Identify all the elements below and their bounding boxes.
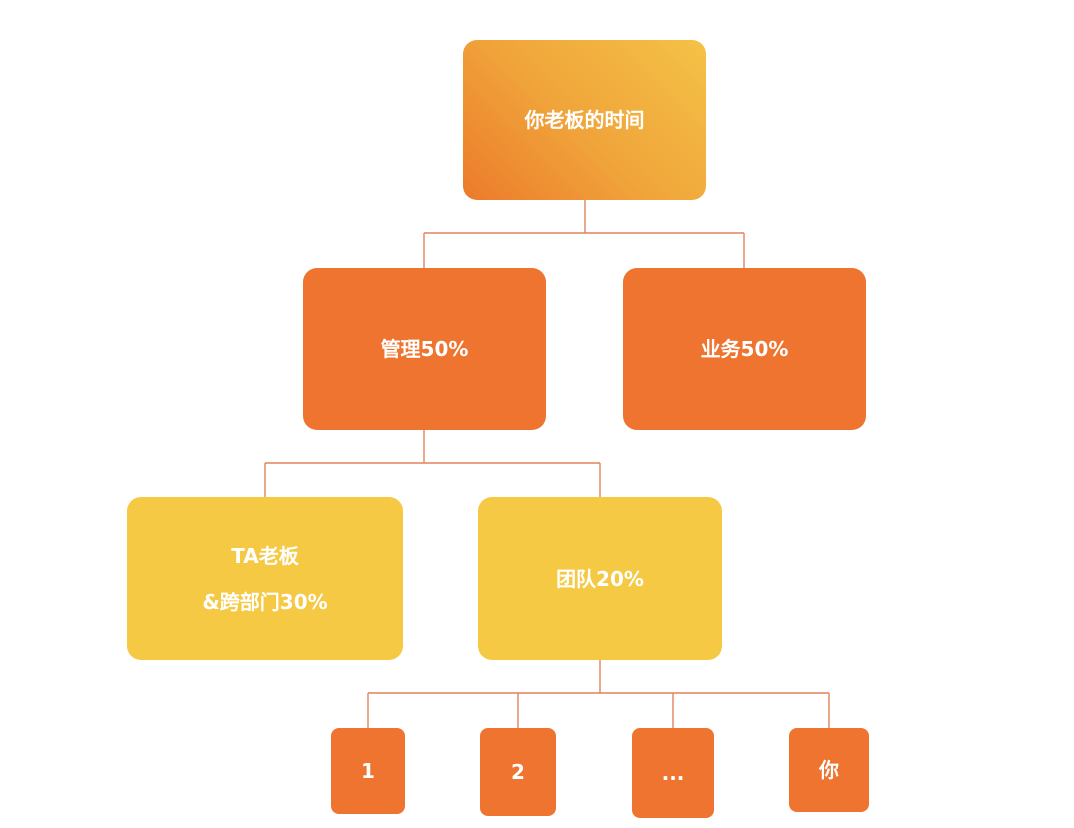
node-team-label: 团队20% [556,566,644,591]
node-member-ellipsis-label: ... [661,761,685,785]
node-member-you-label: 你 [819,758,839,782]
node-ta-boss-cross-dept: TA老板 &跨部门30% [127,497,403,660]
node-business: 业务50% [623,268,866,430]
node-member-1-label: 1 [361,759,375,783]
node-team: 团队20% [478,497,722,660]
node-ta-boss-label-line2: &跨部门30% [202,589,328,614]
node-management: 管理50% [303,268,546,430]
node-member-you: 你 [789,728,869,812]
node-member-1: 1 [331,728,405,814]
node-business-label: 业务50% [700,337,789,361]
node-boss-time-label: 你老板的时间 [524,108,645,132]
node-member-2-label: 2 [511,760,525,784]
node-member-ellipsis: ... [632,728,714,818]
node-management-label: 管理50% [380,337,469,361]
node-member-2: 2 [480,728,556,816]
node-boss-time: 你老板的时间 [463,40,706,200]
node-ta-boss-label-line1: TA老板 [231,543,299,568]
